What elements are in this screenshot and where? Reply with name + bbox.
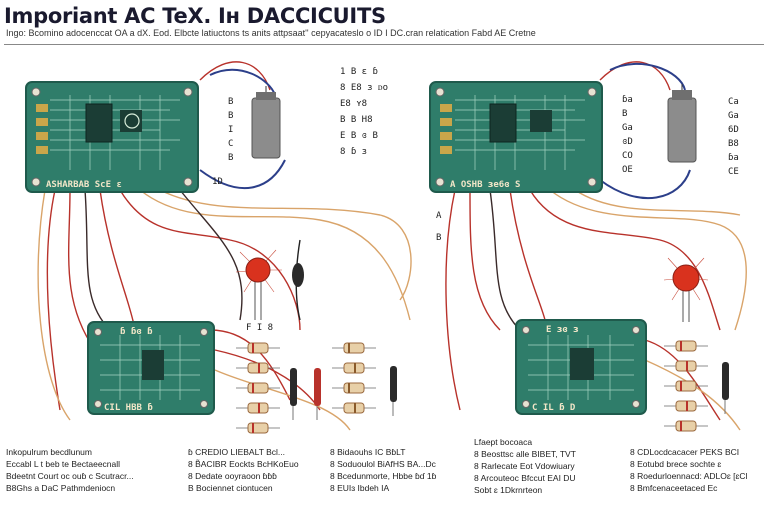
pcb-silkscreen-top: ɓ ɓɞ ɓ: [120, 327, 153, 337]
pcb-silkscreen-label: A OSHB ɜe6ɞ S: [450, 180, 520, 190]
legend-column-5: 8 CDLocdcacacer PEKS BCI 8 Eotubd brece …: [630, 447, 748, 493]
pin-labels-right-b: ɓa B Ga ɞD CO OE: [622, 95, 633, 175]
pcb-silkscreen-top: E ɜɞ ɜ: [546, 325, 579, 335]
page-subtitle: Ingo: Bcomino adocenccat OA a dX. Eod. E…: [6, 28, 536, 38]
relay-module-left: [251, 86, 281, 159]
svg-text:OE: OE: [622, 165, 633, 175]
wire-bundle-left: [37, 61, 412, 431]
probe-right: [722, 362, 729, 414]
svg-text:8 ɓ ɜ: 8 ɓ ɜ: [340, 147, 367, 157]
svg-text:ɞD: ɞD: [622, 137, 633, 147]
svg-text:CE: CE: [728, 167, 739, 177]
pcb-board-lower-right: E ɜɞ ɜ C IL ɓ D: [515, 319, 647, 415]
svg-text:1D: 1D: [212, 177, 223, 187]
probe-connector-left: [292, 239, 304, 321]
svg-text:E8 ʏ8: E8 ʏ8: [340, 99, 367, 109]
wire-bundle-right: [445, 61, 747, 431]
legend-column-3: 8 Bidaouhs IC BɓLT 8 Soduoulol BiAfHS BA…: [330, 447, 437, 493]
svg-text:Ga: Ga: [728, 111, 739, 121]
pcb-silkscreen-bottom: CIL HBB ɓ: [104, 403, 153, 413]
svg-text:ɓa: ɓa: [622, 95, 633, 105]
svg-text:E B ɞ B: E B ɞ B: [340, 131, 378, 141]
svg-text:F I 8: F I 8: [246, 323, 273, 333]
svg-text:Ca: Ca: [728, 97, 739, 107]
title-divider: [4, 44, 764, 45]
pin-labels-left-a: B B I C B 1D: [212, 97, 233, 187]
relay-module-right: [667, 84, 697, 163]
svg-text:6D: 6D: [728, 125, 739, 135]
svg-text:ɓa: ɓa: [728, 153, 739, 163]
led-component-right: [663, 257, 709, 322]
pcb-board-top-right: A OSHB ɜe6ɞ S: [429, 81, 603, 193]
pcb-silkscreen-label: ASHARBAB ScE ɛ: [46, 180, 122, 190]
pin-labels-left-b: 1 B ɛ ɓ 8 E8 ɜ ᴅo E8 ʏ8 B B H8 E B ɞ B 8…: [340, 67, 388, 157]
probe-set-left: [290, 366, 397, 420]
resistor-stack-left-1: [236, 342, 280, 434]
svg-text:B: B: [622, 109, 627, 119]
svg-text:I: I: [228, 125, 233, 135]
pin-labels-right-a: A B: [436, 211, 442, 243]
svg-text:B: B: [228, 97, 233, 107]
svg-text:B: B: [436, 233, 441, 243]
pin-labels-right-c: Ca Ga 6D B8 ɓa CE: [728, 97, 739, 177]
led-component-left: F I 8: [235, 249, 282, 333]
svg-text:1 B ɛ ɓ: 1 B ɛ ɓ: [340, 67, 378, 77]
svg-text:B B H8: B B H8: [340, 115, 373, 125]
pcb-board-top-left: ASHARBAB ScE ɛ: [25, 81, 199, 193]
svg-text:B8: B8: [728, 139, 739, 149]
legend-column-2: ɓ CREDIO LIEBALT Bcl... 8 B̃ACIBR Eockts…: [188, 447, 299, 493]
svg-text:CO: CO: [622, 151, 633, 161]
legend-column-4: Lfaept bocoaca 8 Beosttsc alle BIBET, TV…: [474, 437, 576, 495]
svg-text:A: A: [436, 211, 442, 221]
svg-text:C: C: [228, 139, 233, 149]
svg-text:8 E8 ɜ ᴅo: 8 E8 ɜ ᴅo: [340, 83, 388, 93]
pcb-board-lower-left: ɓ ɓɞ ɓ CIL HBB ɓ: [87, 321, 215, 415]
svg-text:B: B: [228, 111, 233, 121]
resistor-stack-right: [664, 340, 708, 432]
legend-column-1: Inkopulrum becdlunum Eccabl L t beb te B…: [6, 447, 134, 493]
pcb-silkscreen-bottom: C IL ɓ D: [532, 403, 576, 413]
svg-text:Ga: Ga: [622, 123, 633, 133]
resistor-stack-left-2: [332, 342, 376, 414]
svg-text:B: B: [228, 153, 233, 163]
page-title: Imporiant AC TeX. Ін DACCICUITS: [4, 4, 386, 28]
